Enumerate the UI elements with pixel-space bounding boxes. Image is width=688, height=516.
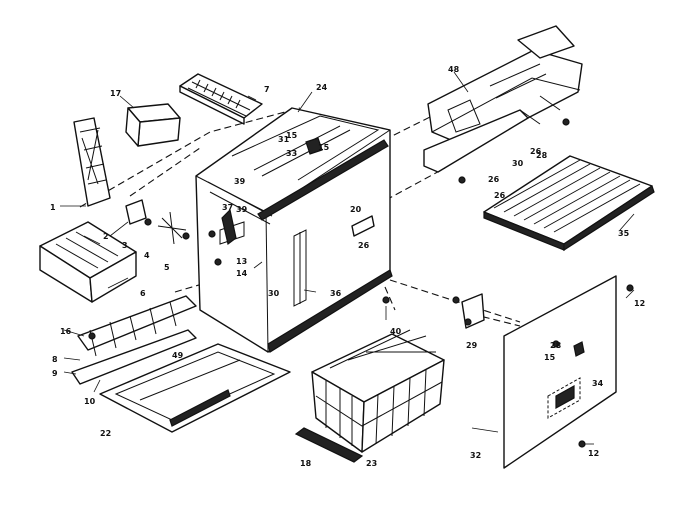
callout-1: 1 [50, 203, 56, 212]
callout-32: 32 [470, 451, 481, 460]
callout-35: 35 [618, 229, 630, 238]
callout-labels: 1 2 3 4 5 6 7 8 9 10 12 12 13 14 15 15 1… [50, 65, 645, 468]
callout-23: 23 [366, 459, 377, 468]
part-18-rail [294, 427, 364, 463]
callout-37: 37 [222, 203, 233, 212]
callout-12a: 12 [634, 299, 645, 308]
small-hardware-2-5 [125, 199, 237, 266]
callout-26c: 26 [494, 191, 506, 200]
callout-29: 29 [466, 341, 478, 350]
callout-9: 9 [52, 369, 58, 378]
part-22-drawer-tray [99, 343, 291, 433]
callout-10: 10 [84, 397, 96, 406]
part-8-10-rail [71, 295, 197, 385]
callout-16: 16 [60, 327, 72, 336]
callout-18: 18 [300, 459, 312, 468]
callout-15b: 15 [318, 143, 330, 152]
callout-34: 34 [592, 379, 604, 388]
callout-22: 22 [100, 429, 111, 438]
callout-6: 6 [140, 289, 146, 298]
part-6-crisper-cover [39, 221, 137, 303]
part-35-wire-shelf [483, 155, 655, 252]
callout-28b: 28 [536, 151, 548, 160]
callout-26a: 26 [358, 241, 370, 250]
callout-14: 14 [236, 269, 248, 278]
callout-7: 7 [264, 85, 270, 94]
part-29-bracket [452, 293, 485, 329]
callout-4: 4 [144, 251, 150, 260]
callout-24: 24 [316, 83, 328, 92]
part-7-ice-tray [179, 73, 263, 125]
callout-26d: 26 [530, 147, 542, 156]
callout-39a: 39 [234, 177, 246, 186]
callout-31: 31 [278, 135, 290, 144]
callout-36: 36 [330, 289, 342, 298]
callout-48: 48 [448, 65, 460, 74]
callout-49: 49 [172, 351, 184, 360]
misc-screws [382, 118, 570, 348]
callout-28a: 28 [550, 341, 562, 350]
part-24-cabinet-liner [195, 107, 393, 353]
part-48-icemaker [423, 25, 583, 173]
leader-lines [60, 71, 635, 445]
callout-39b: 39 [236, 205, 248, 214]
callout-13: 13 [236, 257, 247, 266]
callout-8: 8 [52, 355, 58, 364]
callout-2: 2 [103, 232, 109, 241]
callout-5: 5 [164, 263, 170, 272]
callout-15c: 15 [544, 353, 556, 362]
callout-33: 33 [286, 149, 297, 158]
callout-20: 20 [350, 205, 362, 214]
callout-15a: 15 [286, 131, 298, 140]
callout-3: 3 [122, 241, 128, 250]
callout-26b: 26 [488, 175, 500, 184]
part-17-tray [125, 103, 181, 147]
part-32-back-panel [503, 275, 634, 469]
callout-12b: 12 [588, 449, 599, 458]
part-1-bracket [73, 117, 111, 207]
callout-30b: 30 [268, 289, 280, 298]
part-23-wire-basket [311, 329, 445, 453]
callout-40: 40 [390, 327, 402, 336]
callout-30a: 30 [512, 159, 524, 168]
callout-17: 17 [110, 89, 121, 98]
